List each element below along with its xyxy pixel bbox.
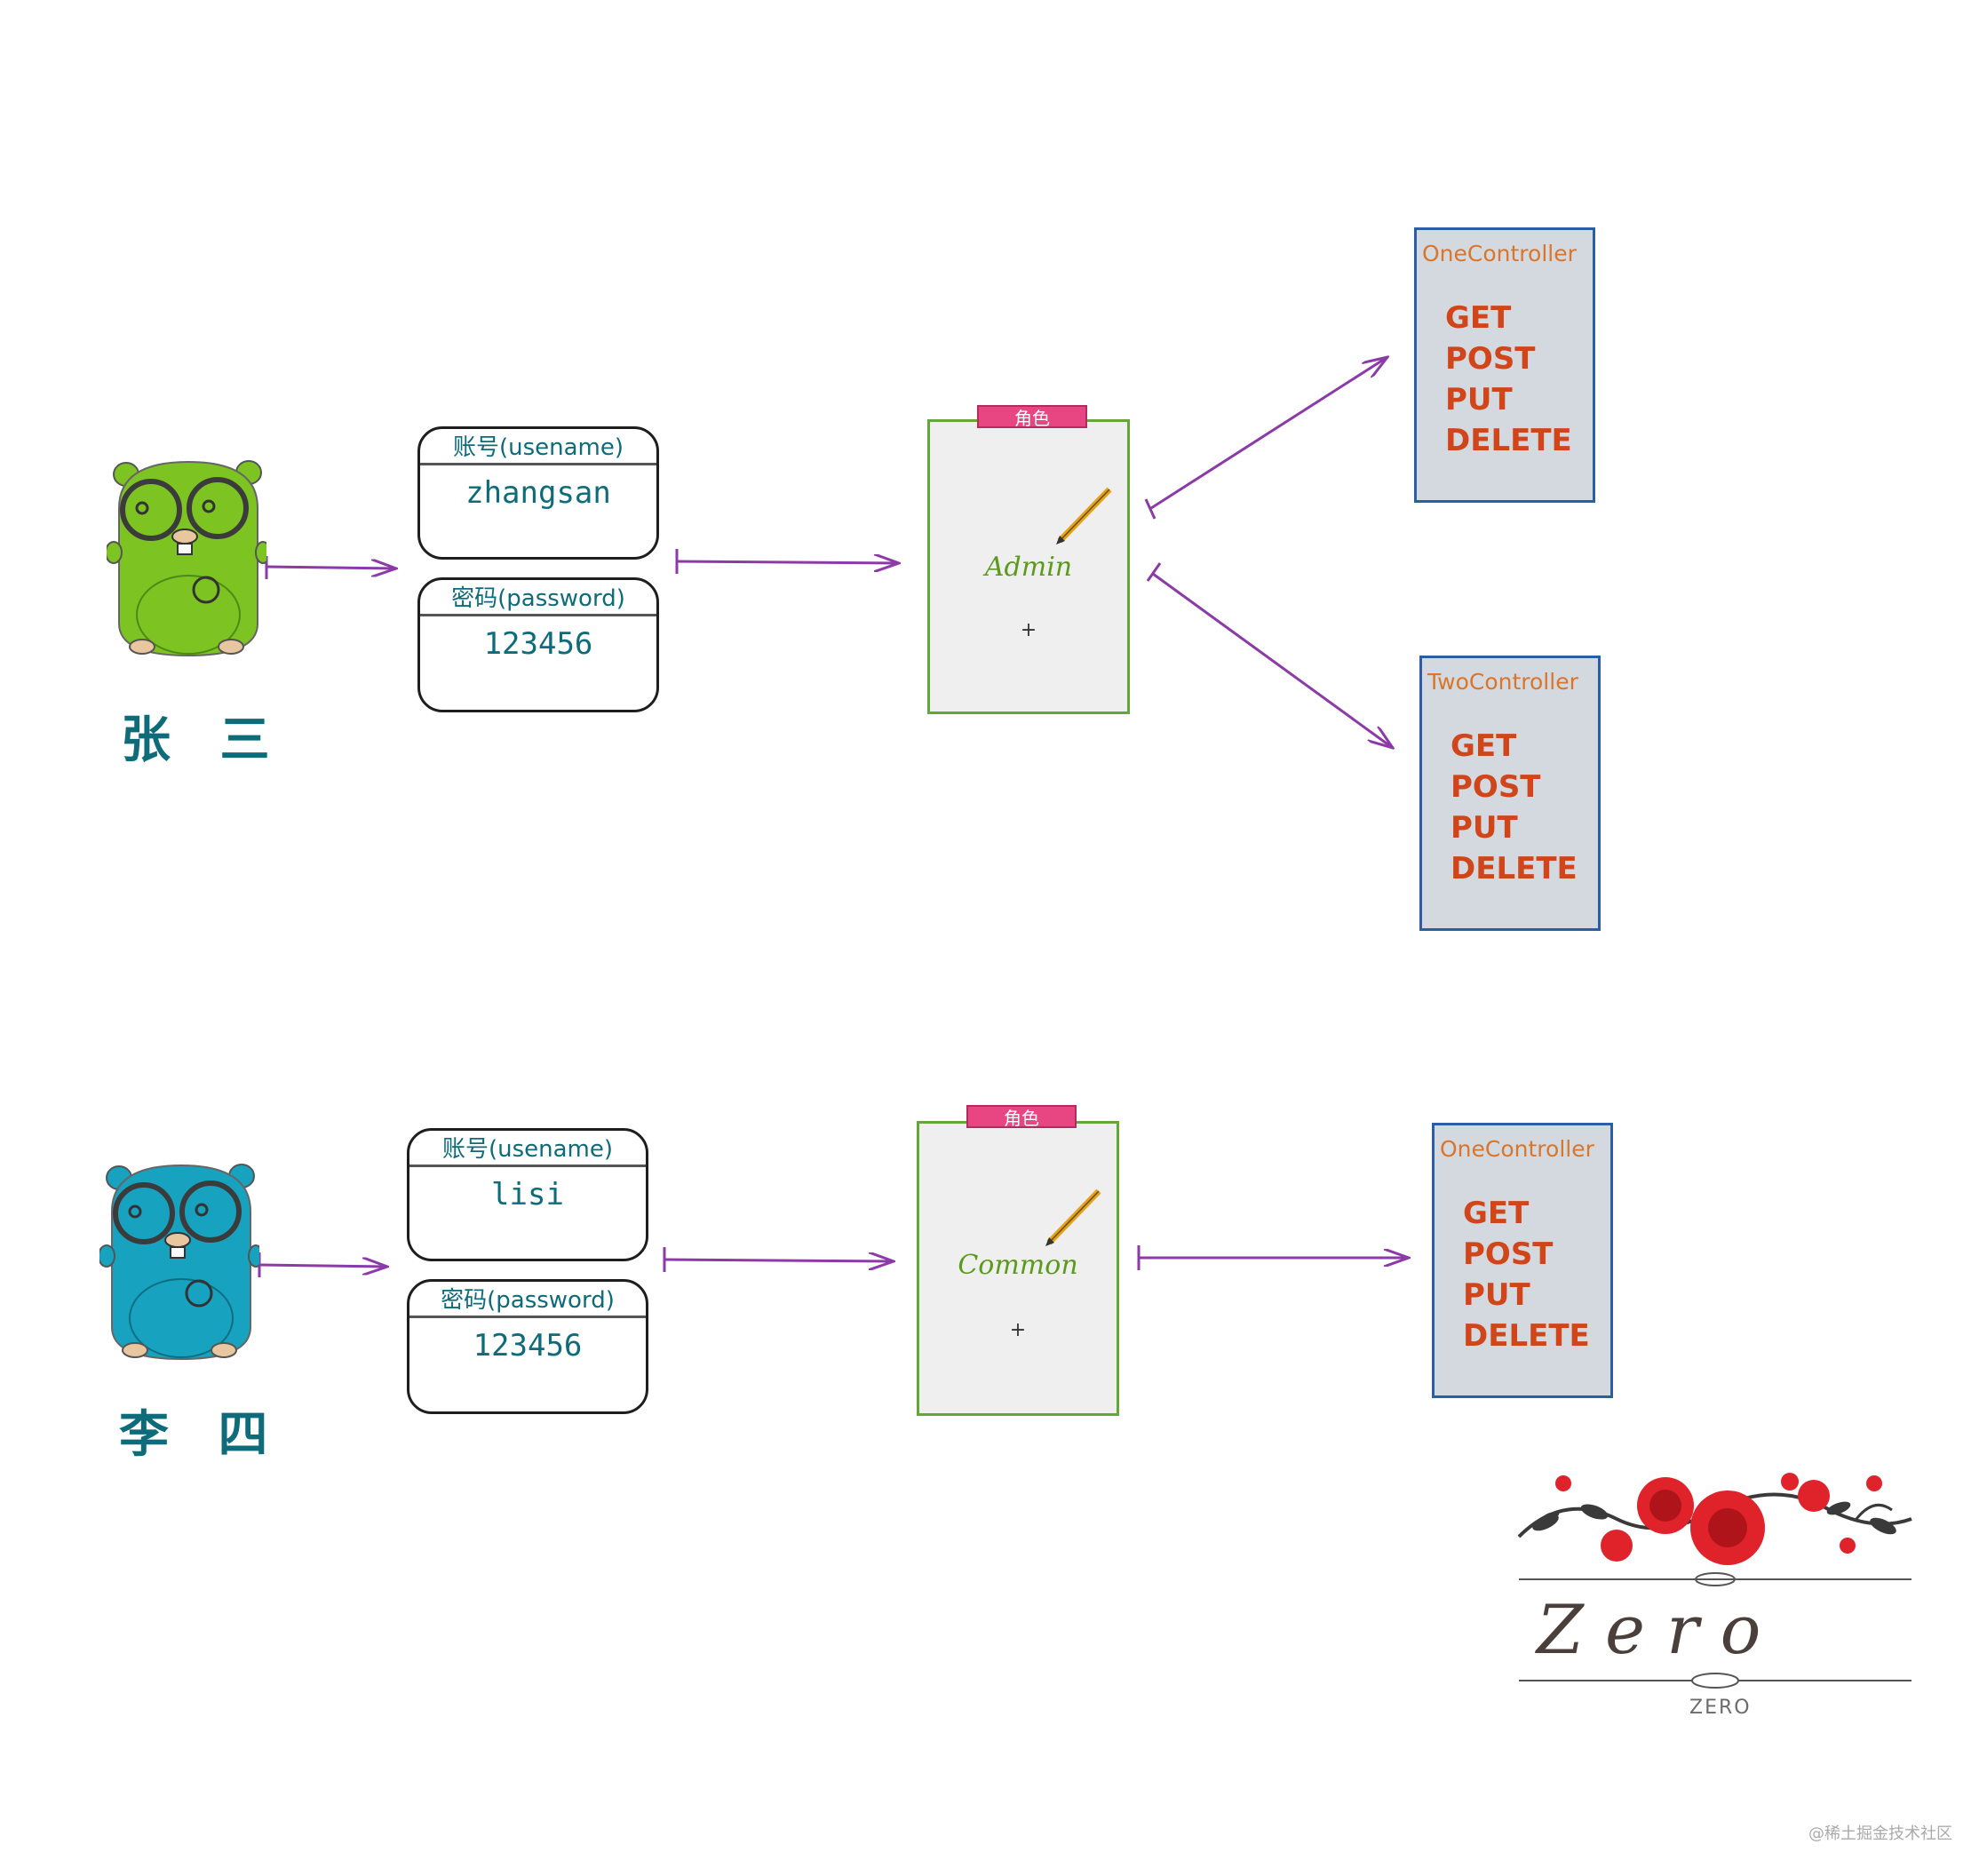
logo-subtitle: ZERO xyxy=(1689,1697,1752,1719)
method-item: PUT xyxy=(1451,810,1518,846)
controller-card: OneController GET POST PUT DELETE xyxy=(1432,1123,1613,1398)
password-card: 密码(password) 123456 xyxy=(417,577,659,712)
role-tag: 角色 xyxy=(977,405,1087,429)
arrow-role1-to-twocontroller xyxy=(1146,562,1393,748)
pencil-icon xyxy=(1045,1188,1101,1246)
method-item: DELETE xyxy=(1451,851,1578,886)
role-note: Common + xyxy=(917,1121,1119,1416)
method-item: GET xyxy=(1463,1196,1530,1231)
method-list: GET POST PUT DELETE xyxy=(1463,1193,1590,1356)
method-item: DELETE xyxy=(1445,423,1572,458)
password-label: 密码(password) xyxy=(420,580,656,616)
arrow-role1-to-onecontroller xyxy=(1144,357,1387,520)
username-label: 账号(usename) xyxy=(409,1131,646,1167)
user-name: 张 三 xyxy=(121,711,286,769)
method-item: PUT xyxy=(1463,1277,1530,1313)
method-item: POST xyxy=(1445,341,1536,377)
arrow-user2-to-credentials xyxy=(258,1252,387,1277)
role-tag: 角色 xyxy=(966,1105,1077,1129)
watermark-text: @稀土掘金技术社区 xyxy=(1808,1824,1952,1843)
add-icon: + xyxy=(1009,1319,1027,1341)
method-item: POST xyxy=(1451,769,1541,805)
method-list: GET POST PUT DELETE xyxy=(1451,726,1578,889)
logo-wordmark: Z e r o xyxy=(1537,1590,1761,1669)
password-value: 123456 xyxy=(473,1328,583,1363)
arrow-credentials2-to-role xyxy=(663,1247,894,1272)
method-item: POST xyxy=(1463,1236,1554,1272)
username-card: 账号(usename) lisi xyxy=(407,1128,648,1261)
method-item: GET xyxy=(1445,300,1512,336)
pencil-icon xyxy=(1056,487,1112,545)
role-note: Admin + xyxy=(927,419,1130,714)
password-label: 密码(password) xyxy=(409,1282,646,1318)
password-card: 密码(password) 123456 xyxy=(407,1279,648,1414)
arrow-role2-to-onecontroller xyxy=(1137,1245,1409,1270)
username-label: 账号(usename) xyxy=(420,429,656,465)
role-name: Admin xyxy=(984,552,1073,583)
add-icon: + xyxy=(1020,619,1037,641)
role-name: Common xyxy=(958,1250,1078,1281)
controller-card: OneController GET POST PUT DELETE xyxy=(1414,227,1595,503)
controller-title: TwoController xyxy=(1427,669,1578,695)
method-item: GET xyxy=(1451,728,1517,764)
method-item: PUT xyxy=(1445,382,1513,417)
controller-title: OneController xyxy=(1440,1136,1594,1162)
controller-title: OneController xyxy=(1422,241,1577,266)
password-value: 123456 xyxy=(483,626,593,662)
gopher-mascot-green xyxy=(107,460,266,657)
controller-card: TwoController GET POST PUT DELETE xyxy=(1419,656,1601,931)
username-value: lisi xyxy=(491,1177,564,1212)
method-list: GET POST PUT DELETE xyxy=(1445,298,1572,461)
gopher-mascot-blue xyxy=(99,1164,259,1361)
ornament-divider xyxy=(1519,1673,1911,1689)
rose-logo-image xyxy=(1517,1473,1912,1586)
user-name: 李 四 xyxy=(119,1405,284,1464)
username-card: 账号(usename) zhangsan xyxy=(417,426,659,560)
method-item: DELETE xyxy=(1463,1318,1590,1354)
username-value: zhangsan xyxy=(465,475,611,511)
arrow-user1-to-credentials xyxy=(265,556,396,579)
arrow-credentials1-to-role xyxy=(675,549,899,574)
